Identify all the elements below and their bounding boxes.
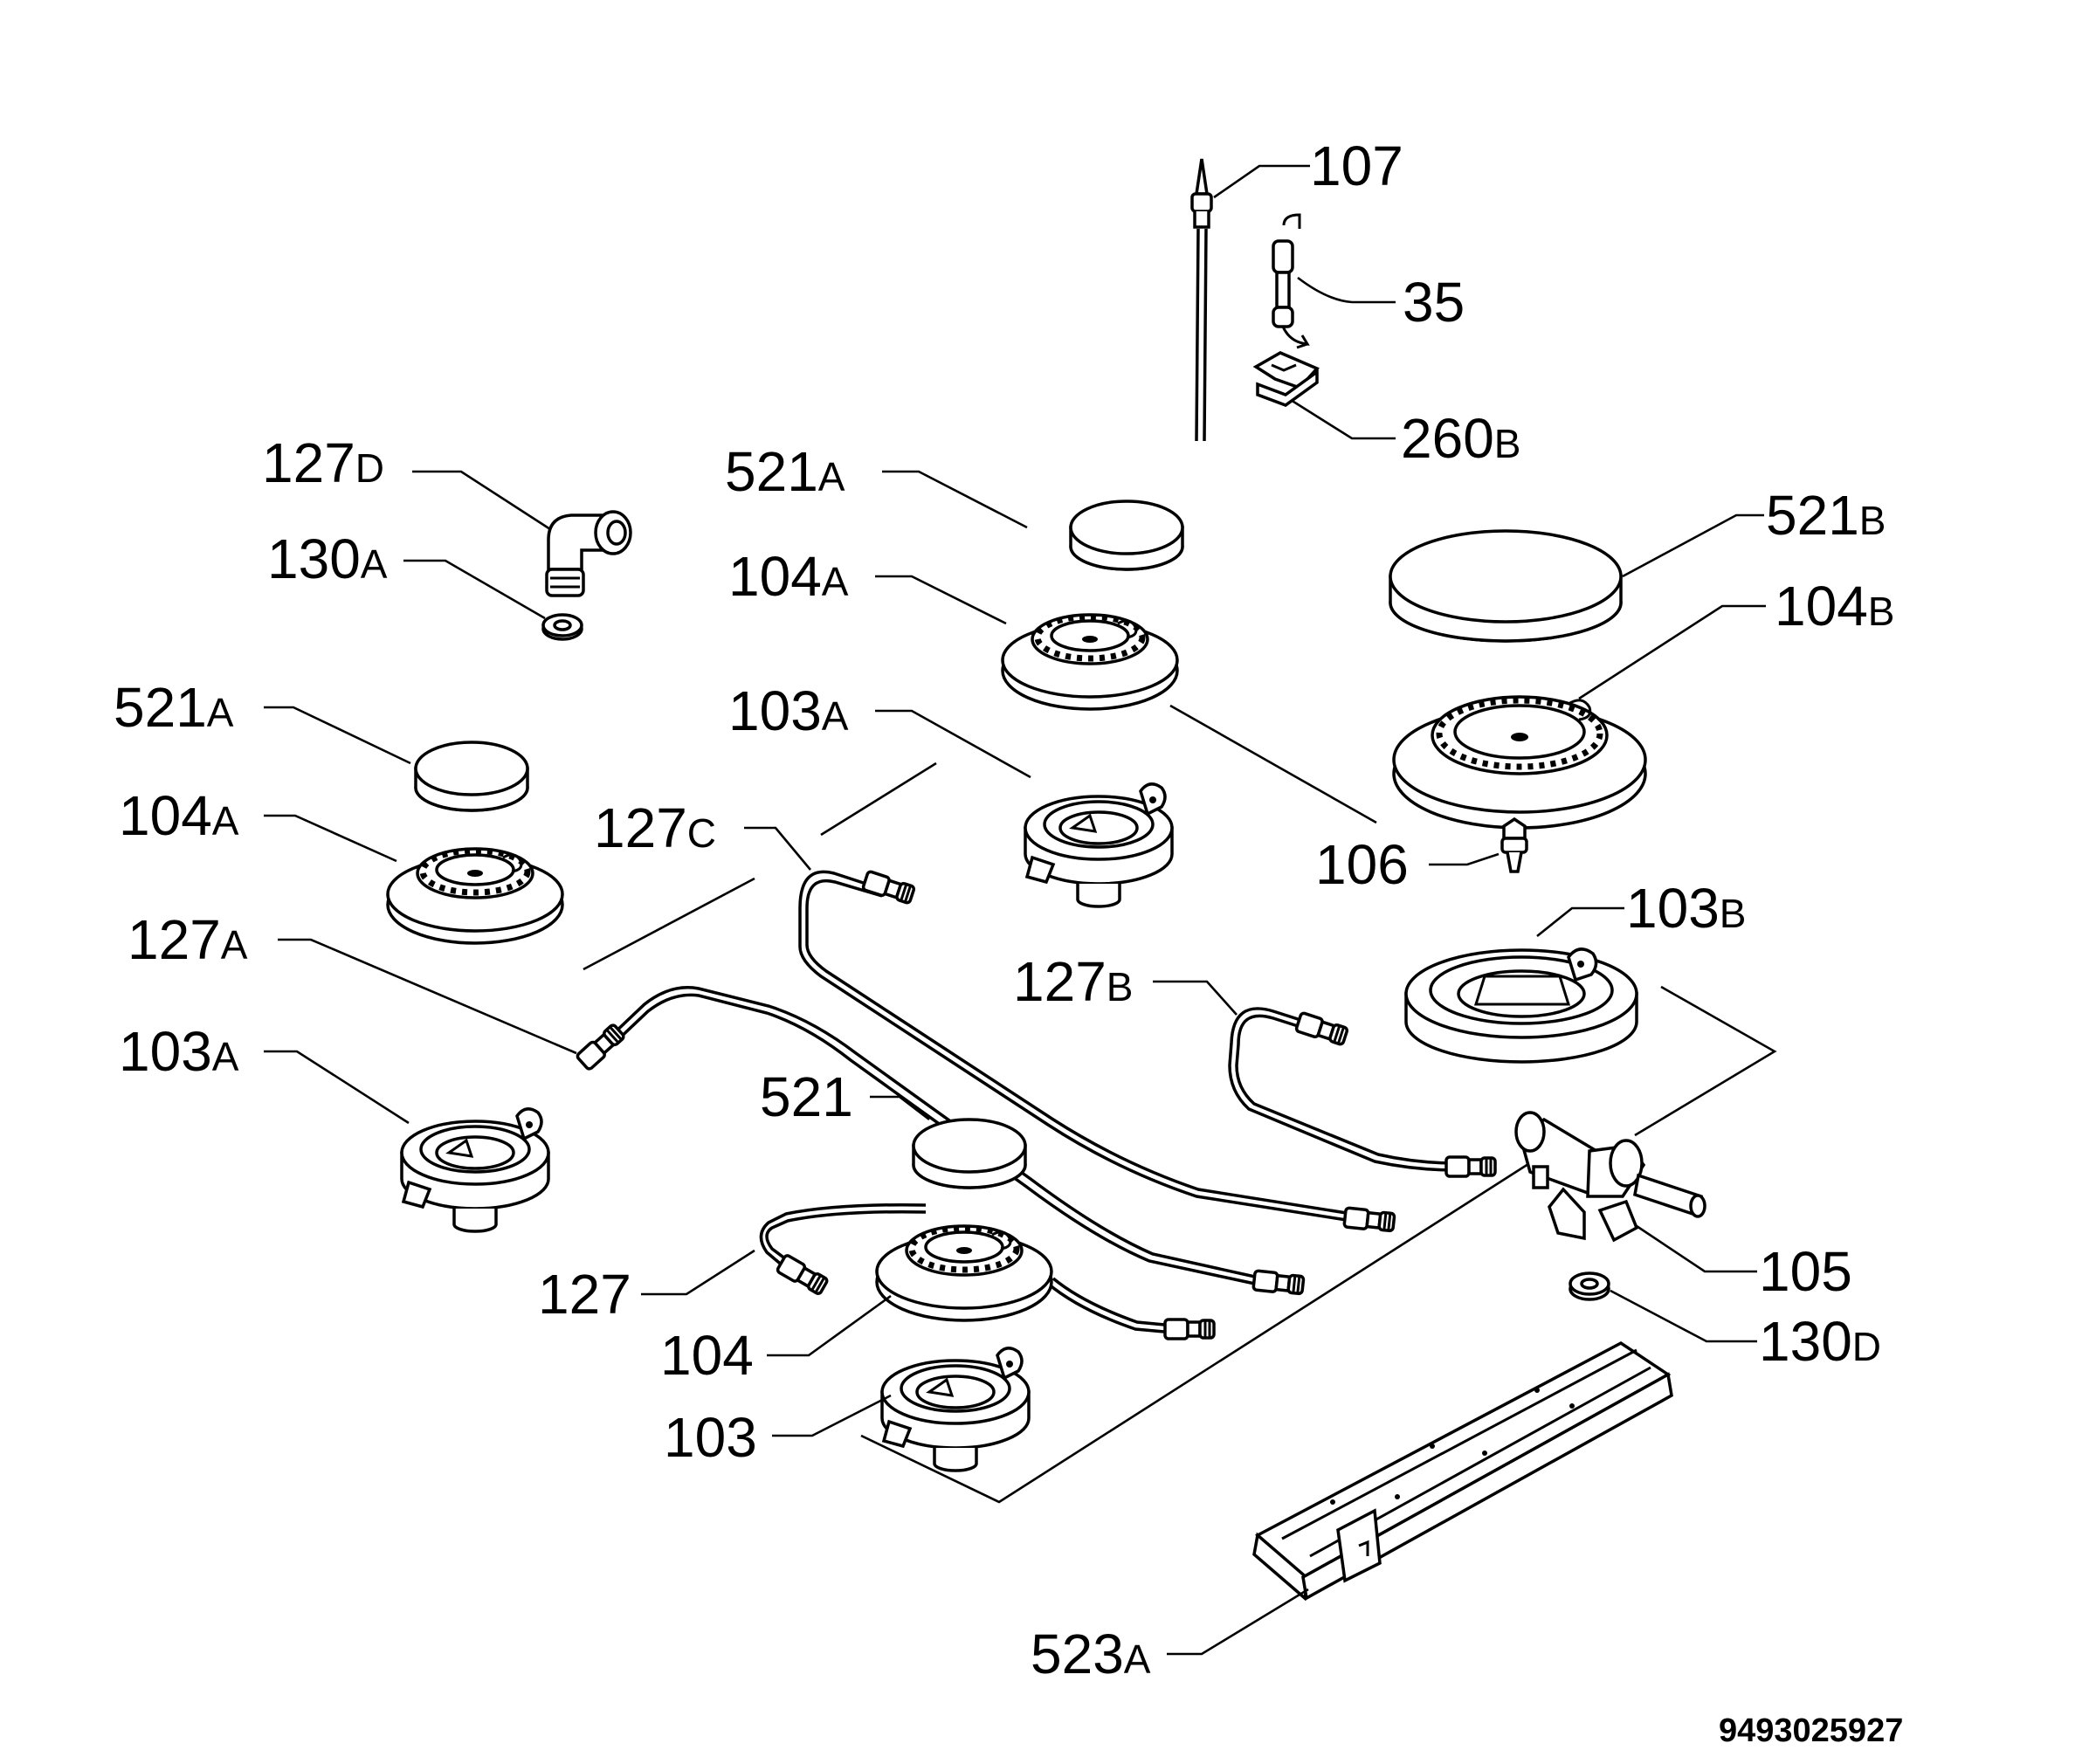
callout-labels: 107 35 260B 127D 130A 521A 104A 103A 521… <box>114 134 1903 1749</box>
label-127d: 127D <box>262 431 384 494</box>
part-104a-spreader-left <box>388 849 562 943</box>
label-521a-top: 521A <box>725 440 845 503</box>
label-103a-left: 103A <box>119 1020 239 1083</box>
label-35: 35 <box>1403 271 1465 334</box>
part-260b-clip <box>1252 351 1320 407</box>
part-103-base-small <box>880 1347 1031 1472</box>
part-521a-cap-top <box>1069 500 1184 571</box>
label-106: 106 <box>1315 833 1409 896</box>
label-105: 105 <box>1759 1240 1852 1303</box>
label-523a: 523A <box>1031 1623 1151 1685</box>
part-521-cap-small <box>912 1118 1027 1189</box>
label-130a: 130A <box>267 527 388 590</box>
part-35-spark-electrode <box>1272 213 1310 349</box>
label-104b: 104B <box>1775 575 1894 637</box>
part-103b-large-base <box>1404 947 1638 1064</box>
part-523a-gas-manifold-rail <box>1252 1340 1673 1602</box>
label-521a-left: 521A <box>114 676 234 739</box>
label-104a-top: 104A <box>728 545 849 608</box>
part-521b-large-cap <box>1389 529 1623 643</box>
part-127b-gas-pipe <box>1228 1007 1497 1178</box>
part-130a-washer <box>541 613 583 641</box>
part-127-gas-pipe <box>759 1202 1216 1340</box>
part-521a-cap-left <box>414 741 529 812</box>
label-521: 521 <box>760 1065 853 1128</box>
part-104b-large-spreader <box>1392 695 1647 830</box>
part-127a-gas-pipe <box>575 986 1306 1297</box>
part-103a-base-left <box>400 1107 550 1233</box>
part-103a-base-top <box>1024 782 1174 908</box>
part-127c-gas-pipe <box>798 869 1396 1234</box>
label-103b: 103B <box>1626 877 1746 940</box>
label-127c: 127C <box>594 796 716 859</box>
label-260b: 260B <box>1401 407 1520 470</box>
label-127a: 127A <box>128 908 248 971</box>
part-105-gas-tap <box>1514 1111 1706 1243</box>
label-127b: 127B <box>1013 950 1133 1013</box>
label-104a-left: 104A <box>119 784 239 847</box>
part-106-injector <box>1500 817 1528 873</box>
part-107-thermocouple <box>1190 158 1213 442</box>
label-107: 107 <box>1310 134 1403 197</box>
part-104a-spreader-top <box>1003 615 1177 709</box>
label-521b: 521B <box>1766 484 1886 547</box>
document-number: 9493025927 <box>1719 1712 1903 1749</box>
label-104: 104 <box>660 1324 754 1387</box>
part-127d-elbow-connector <box>545 510 632 597</box>
label-130d: 130D <box>1759 1310 1881 1373</box>
label-127: 127 <box>538 1263 631 1326</box>
part-130d-washer <box>1569 1271 1610 1301</box>
part-104-spreader-small <box>877 1226 1051 1320</box>
label-103: 103 <box>664 1406 757 1469</box>
label-103a-top: 103A <box>728 679 849 742</box>
